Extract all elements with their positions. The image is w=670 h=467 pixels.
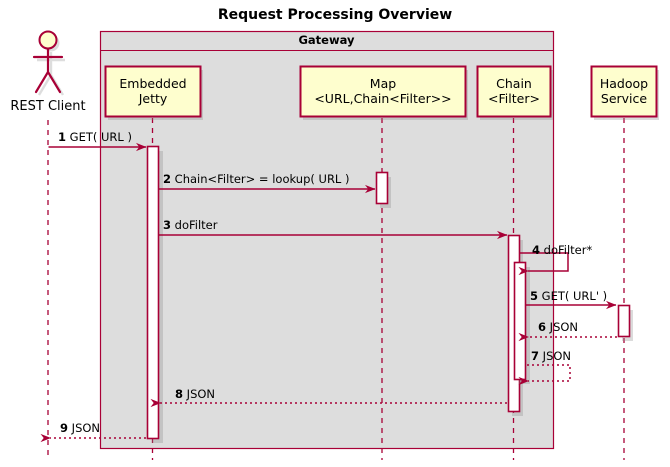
message-label-7: 7 JSON: [531, 349, 572, 363]
message-arrow-7: [518, 364, 571, 386]
actor-rest-client-figure: [32, 30, 65, 96]
message-arrow-4: [518, 252, 569, 276]
participant-label-hadoop-line1: Hadoop: [599, 76, 649, 91]
activation-bars: [146, 145, 633, 443]
participant-box-map: [299, 65, 468, 120]
participant-label-jetty-line1: Embedded: [119, 76, 187, 91]
message-label-5: 5 GET( URL' ): [530, 289, 608, 303]
message-label-4: 4 doFilter*: [532, 243, 593, 257]
participant-label-hadoop: Hadoop Service: [592, 76, 656, 106]
participant-label-map-line2: <URL,Chain<Filter>>: [314, 91, 452, 106]
message-arrows: [40, 142, 617, 443]
participant-label-chain-line1: Chain: [496, 76, 532, 91]
message-label-3: 3 doFilter: [163, 218, 218, 232]
page-title: Request Processing Overview: [217, 7, 453, 23]
actor-label-rest-client: REST Client: [10, 99, 86, 114]
participant-label-jetty: Embedded Jetty: [106, 76, 200, 106]
message-label-9: 9 JSON: [60, 421, 101, 435]
participant-label-jetty-line2: Jetty: [138, 91, 168, 106]
message-label-2: 2 Chain<Filter> = lookup( URL ): [163, 172, 350, 186]
participant-box-hadoop: [590, 65, 659, 120]
message-label-8: 8 JSON: [175, 387, 216, 401]
participant-label-map-line1: Map: [369, 76, 397, 91]
participant-label-chain: Chain <Filter>: [478, 76, 550, 106]
participant-box-jetty: [104, 65, 203, 120]
group-title-gateway: Gateway: [298, 33, 355, 47]
participant-label-hadoop-line2: Service: [600, 91, 648, 106]
message-label-6: 6 JSON: [538, 320, 579, 334]
participant-label-map: Map <URL,Chain<Filter>>: [301, 76, 465, 106]
participant-label-chain-line2: <Filter>: [488, 91, 540, 106]
participant-box-chain: [476, 65, 553, 120]
message-label-1: 1 GET( URL ): [58, 130, 132, 144]
